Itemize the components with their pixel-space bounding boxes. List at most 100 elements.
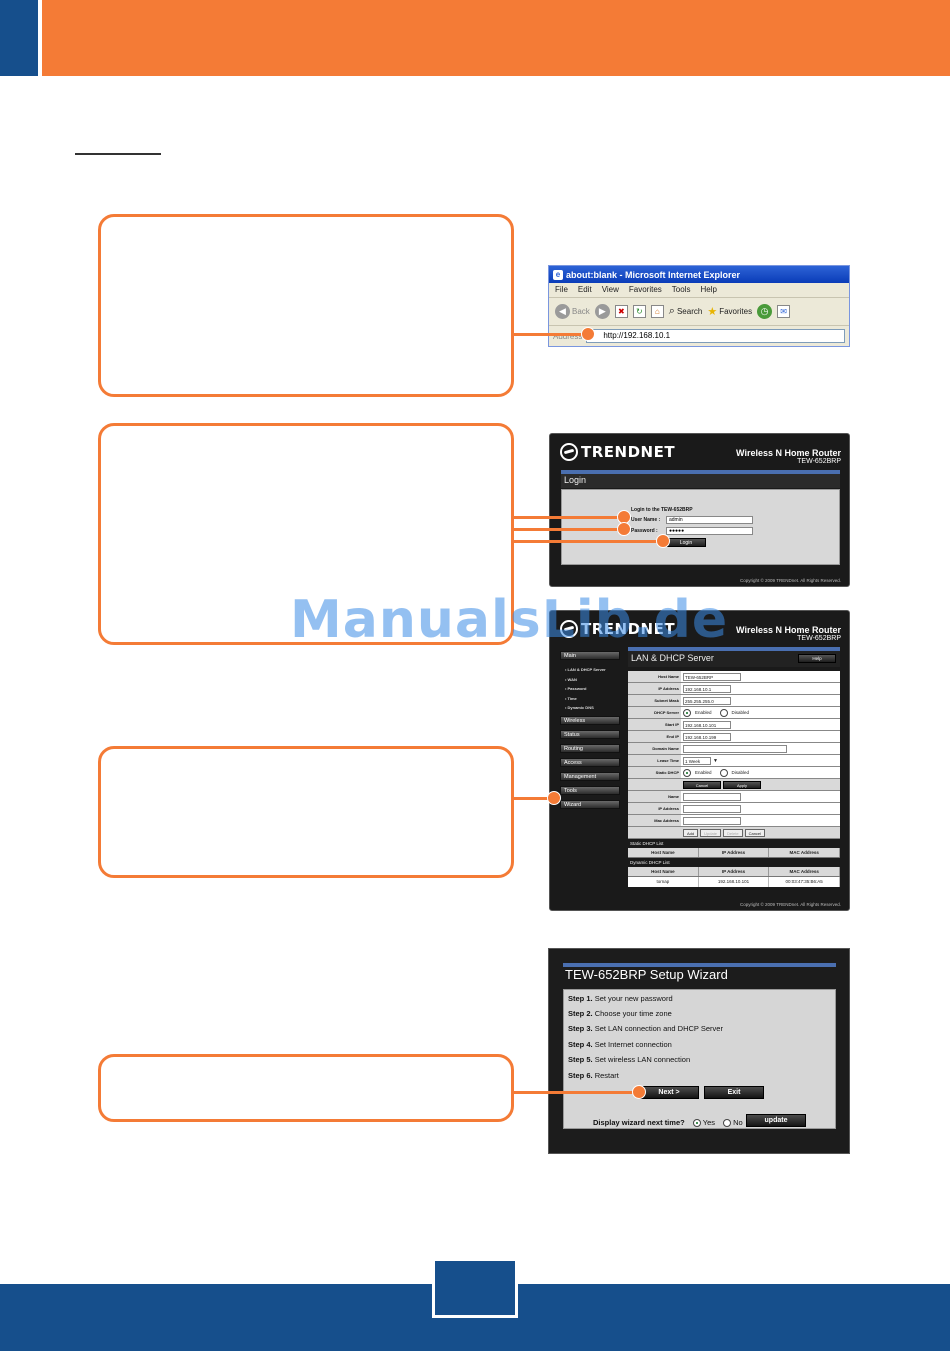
connector-password (514, 528, 624, 531)
ie-titlebar: e about:blank - Microsoft Internet Explo… (549, 266, 849, 283)
stop-icon[interactable]: ✖ (614, 305, 628, 318)
connector-address (514, 333, 588, 336)
callout-dot-wizard (547, 791, 561, 805)
ie-logo-icon: e (553, 269, 563, 280)
static-disabled-radio[interactable] (719, 768, 728, 777)
apply-button[interactable]: Apply (723, 780, 761, 789)
sidebar-menu: Main • LAN & DHCP Server • WAN • Passwor… (560, 651, 620, 814)
menu-edit[interactable]: Edit (577, 285, 592, 294)
star-icon: ★ (707, 306, 718, 318)
callout-dot-address (581, 327, 595, 341)
ip-address-input[interactable]: 192.168.10.1 (683, 684, 731, 693)
callout-dot-password (617, 522, 631, 536)
password-input[interactable]: ●●●●● (666, 527, 753, 535)
accent-bar (628, 647, 840, 651)
history-icon[interactable]: ◷ (757, 304, 773, 319)
login-panel: TRENDNET Wireless N Home Router TEW-652B… (549, 433, 850, 587)
search-icon: ⌕ (668, 305, 675, 317)
search-button[interactable]: ⌕ Search (668, 305, 703, 317)
back-button[interactable]: ◀ Back (555, 304, 590, 319)
callout-step-4 (98, 1054, 514, 1122)
username-input[interactable]: admin (666, 516, 753, 524)
static-enabled-radio[interactable] (683, 768, 691, 777)
sidebar-sub-ddns[interactable]: • Dynamic DNS (565, 705, 594, 710)
subnet-mask-input[interactable]: 255.255.255.0 (683, 696, 731, 705)
menu-tools[interactable]: Tools (671, 285, 691, 294)
trendnet-logo-icon (560, 620, 578, 638)
menu-favorites[interactable]: Favorites (628, 285, 662, 294)
wizard-step-6: Step 6. Restart (568, 1071, 619, 1080)
address-label: Address (553, 331, 583, 341)
copyright-text: Copyright © 2009 TRENDnet. All Rights Re… (739, 902, 841, 907)
refresh-icon[interactable]: ↻ (632, 305, 646, 318)
end-ip-input[interactable]: 192.168.10.199 (683, 732, 731, 741)
sidebar-sub-wan[interactable]: • WAN (565, 676, 577, 682)
static-ip-input[interactable] (683, 804, 741, 813)
sidebar-item-wizard[interactable]: Wizard (560, 799, 620, 809)
delete-button[interactable]: Delete (723, 828, 743, 837)
wizard-title: TEW-652BRP Setup Wizard (565, 967, 728, 982)
callout-dot-next (632, 1085, 646, 1099)
update-button[interactable]: Update (700, 828, 722, 837)
sidebar-sub-password[interactable]: • Password (565, 686, 587, 691)
menu-help[interactable]: Help (700, 285, 717, 294)
trendnet-logo: TRENDNET (560, 620, 675, 638)
sidebar-item-routing[interactable]: Routing (560, 743, 620, 753)
header-orange-bar (42, 0, 950, 76)
menu-view[interactable]: View (601, 285, 619, 294)
sidebar-item-status[interactable]: Status (560, 729, 620, 739)
cancel-static-button[interactable]: Cancel (744, 828, 766, 837)
sidebar-item-access[interactable]: Access (560, 757, 620, 767)
address-input[interactable]: http://192.168.10.1 (586, 329, 845, 343)
sidebar-item-wireless[interactable]: Wireless (560, 715, 620, 725)
back-arrow-icon: ◀ (555, 304, 570, 319)
ie-menubar: File Edit View Favorites Tools Help (549, 283, 849, 298)
static-dhcp-list-title: Static DHCP List (628, 839, 840, 848)
sidebar-item-main[interactable]: Main (560, 651, 620, 660)
sidebar-item-tools[interactable]: Tools (560, 785, 620, 795)
username-label: User Name : (631, 517, 661, 523)
page-number-box (432, 1258, 518, 1318)
table-row: tornap 192.168.10.101 00:03:47:35:B6:A5 (628, 877, 841, 887)
exit-button[interactable]: Exit (704, 1086, 764, 1099)
host-name-input[interactable]: TEW-652BRP (683, 672, 741, 681)
menu-file[interactable]: File (555, 285, 568, 294)
address-bar: Address http://192.168.10.1 (549, 326, 849, 346)
static-name-input[interactable] (683, 792, 741, 801)
forward-arrow-icon[interactable]: ▶ (594, 304, 610, 319)
callout-step-2 (98, 423, 514, 645)
wizard-body: Step 1. Set your new password Step 2. Ch… (563, 989, 836, 1129)
wizard-yes-radio[interactable] (692, 1119, 701, 1128)
cancel-button[interactable]: Cancel (683, 780, 721, 789)
watermark: ManualsLib.de (290, 590, 729, 650)
start-ip-input[interactable]: 192.168.10.101 (683, 720, 731, 729)
wizard-step-3: Step 3. Set LAN connection and DHCP Serv… (568, 1024, 723, 1033)
mail-icon[interactable]: ✉ (777, 305, 791, 318)
wizard-no-radio[interactable] (723, 1119, 732, 1128)
wizard-step-4: Step 4. Set Internet connection (568, 1040, 672, 1049)
trendnet-logo: TRENDNET (560, 443, 675, 461)
dhcp-disabled-radio[interactable] (719, 708, 728, 717)
lan-dhcp-panel: TRENDNET Wireless N Home Router TEW-652B… (549, 610, 850, 911)
dynamic-dhcp-list-title: Dynamic DHCP List (628, 858, 840, 867)
dhcp-enabled-radio[interactable] (683, 708, 691, 717)
add-button[interactable]: Add (683, 828, 699, 837)
home-icon[interactable]: ⌂ (650, 305, 664, 318)
sidebar-sub-time[interactable]: • Time (565, 695, 577, 701)
lease-time-select[interactable]: 1 Week (683, 756, 711, 765)
wizard-update-button[interactable]: update (746, 1114, 806, 1127)
callout-dot-login (656, 534, 670, 548)
static-mac-input[interactable] (683, 816, 741, 825)
sidebar-sub-lan[interactable]: • LAN & DHCP Server (565, 667, 606, 672)
lan-heading: LAN & DHCP Server Help (628, 651, 840, 667)
next-button[interactable]: Next > (639, 1086, 699, 1099)
wizard-step-2: Step 2. Choose your time zone (568, 1009, 672, 1018)
wizard-step-5: Step 5. Set wireless LAN connection (568, 1055, 691, 1064)
help-button[interactable]: Help (798, 654, 836, 663)
sidebar-item-management[interactable]: Management (560, 771, 620, 781)
product-name: Wireless N Home Router TEW-652BRP (736, 448, 841, 465)
setup-wizard-panel: TEW-652BRP Setup Wizard Step 1. Set your… (548, 948, 850, 1154)
domain-name-input[interactable] (683, 744, 787, 753)
login-button[interactable]: Login (666, 538, 706, 547)
favorites-button[interactable]: ★ Favorites (707, 306, 753, 318)
